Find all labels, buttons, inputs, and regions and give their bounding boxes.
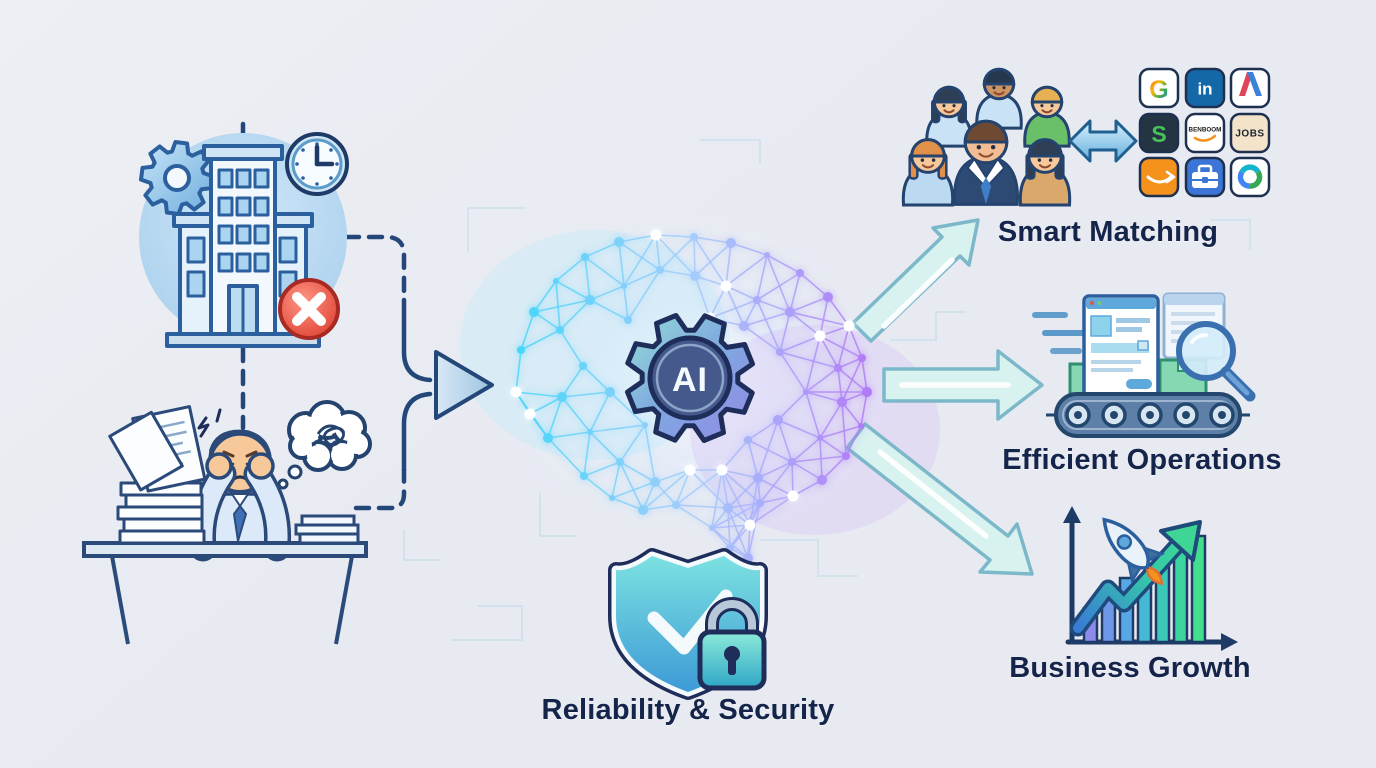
- rocket-icon: [1102, 517, 1166, 586]
- error-x-icon: [278, 278, 340, 340]
- tile-jobs: JOBS: [1229, 112, 1271, 154]
- person-icon: [953, 119, 1019, 206]
- business-growth-icon: [1063, 506, 1238, 651]
- tile-a-ads: [1229, 67, 1271, 109]
- dashed-line-building-to-merge: [343, 234, 407, 303]
- legacy-company-group: [139, 132, 349, 348]
- tile-swirl: [1229, 156, 1271, 198]
- smart-matching-label: Smart Matching: [997, 216, 1219, 248]
- stressed-worker-group: [82, 400, 372, 645]
- amazon-smile-arrow-tip: [1165, 170, 1176, 184]
- efficient-operations-icon: [1032, 292, 1256, 438]
- clock-icon: [285, 132, 349, 196]
- person-icon: [975, 67, 1023, 130]
- tile-s-network: S: [1138, 112, 1180, 154]
- efficient-operations-label: Efficient Operations: [1002, 444, 1282, 476]
- tile-amazon-smile: [1138, 156, 1180, 198]
- exchange-arrow-icon: [1068, 119, 1138, 163]
- ai-brain-network-icon: AI: [510, 229, 872, 563]
- platform-grid: G in S BENBOOM JOBS: [1138, 67, 1271, 198]
- shield-check-icon: [608, 548, 768, 700]
- worker-person-icon: [188, 429, 292, 562]
- gear-icon: [139, 140, 215, 216]
- benboom-logo-text: BENBOOM: [1189, 127, 1222, 134]
- amazon-smile-icon: [1146, 175, 1173, 184]
- linkedin-logo: in: [1197, 80, 1212, 99]
- tile-linkedin: in: [1184, 67, 1226, 109]
- speed-lines-icon: [1032, 312, 1088, 354]
- circuit-background: [403, 139, 1251, 641]
- tile-briefcase: [1184, 156, 1226, 198]
- merge-curve-bottom: [401, 391, 433, 473]
- office-building-icon: [165, 144, 321, 348]
- front-browser-window-icon: [1082, 294, 1160, 402]
- ai-gear-icon: AI: [625, 313, 755, 443]
- outcome-arrows: [845, 218, 1044, 576]
- person-icon: [901, 138, 955, 207]
- jobs-logo-text: JOBS: [1235, 129, 1264, 140]
- business-growth-label: Business Growth: [1009, 652, 1251, 684]
- paper-stack-icon: [108, 405, 207, 545]
- merge-arrow-icon: [434, 350, 494, 420]
- fan-arrow-up-icon: [851, 218, 980, 343]
- padlock-icon: [697, 597, 767, 691]
- dashed-line-worker-to-merge: [353, 467, 407, 511]
- s-logo: S: [1151, 121, 1166, 147]
- desk: [82, 541, 368, 645]
- magnifier-icon: [1176, 321, 1256, 402]
- person-icon: [1023, 85, 1071, 148]
- a-logo-blue-stroke: [1247, 72, 1262, 96]
- ai-core-label: AI: [672, 361, 708, 399]
- books-icon: [294, 514, 360, 545]
- benboom-smile: [1193, 134, 1217, 142]
- conveyor-belt-icon: [1046, 392, 1250, 438]
- person-icon: [1018, 138, 1072, 207]
- candidates-group-icon: [901, 67, 1072, 207]
- google-g-logo: G: [1149, 76, 1168, 104]
- person-icon: [925, 85, 973, 148]
- tile-google: G: [1138, 67, 1180, 109]
- merge-curve-top: [401, 297, 433, 383]
- thought-bubble-icon: [277, 400, 372, 490]
- tile-benboom: BENBOOM: [1184, 112, 1226, 154]
- reliability-security-label: Reliability & Security: [541, 694, 835, 726]
